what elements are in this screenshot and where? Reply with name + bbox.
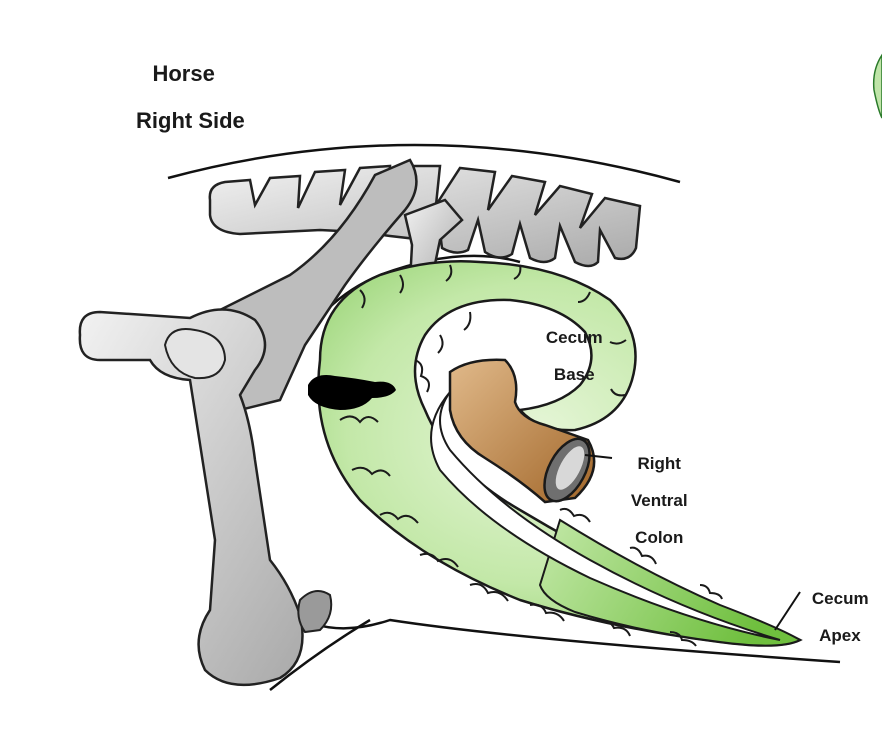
cecum-apex-segment <box>538 518 803 647</box>
diagram-title: Horse Right Side <box>128 38 245 181</box>
title-line-1: Horse <box>152 60 215 86</box>
haustral-folds <box>339 264 723 647</box>
label-cecum-base: Cecum Base <box>545 328 603 385</box>
label-right-ventral-colon: Right Ventral Colon <box>630 454 688 547</box>
cecum-inner-channel <box>430 391 781 641</box>
apex-leader-line <box>774 591 801 631</box>
patella <box>297 590 333 634</box>
colon-leader-line <box>584 454 613 459</box>
belly-outline <box>289 610 841 664</box>
title-line-2: Right Side <box>136 108 245 134</box>
edge-fragment <box>872 53 882 119</box>
label-cecum-apex: Cecum Apex <box>811 589 869 646</box>
hip-joint <box>163 328 227 380</box>
back-outline <box>167 143 681 184</box>
leg-outline <box>269 618 371 691</box>
ileum-mark <box>308 375 396 410</box>
